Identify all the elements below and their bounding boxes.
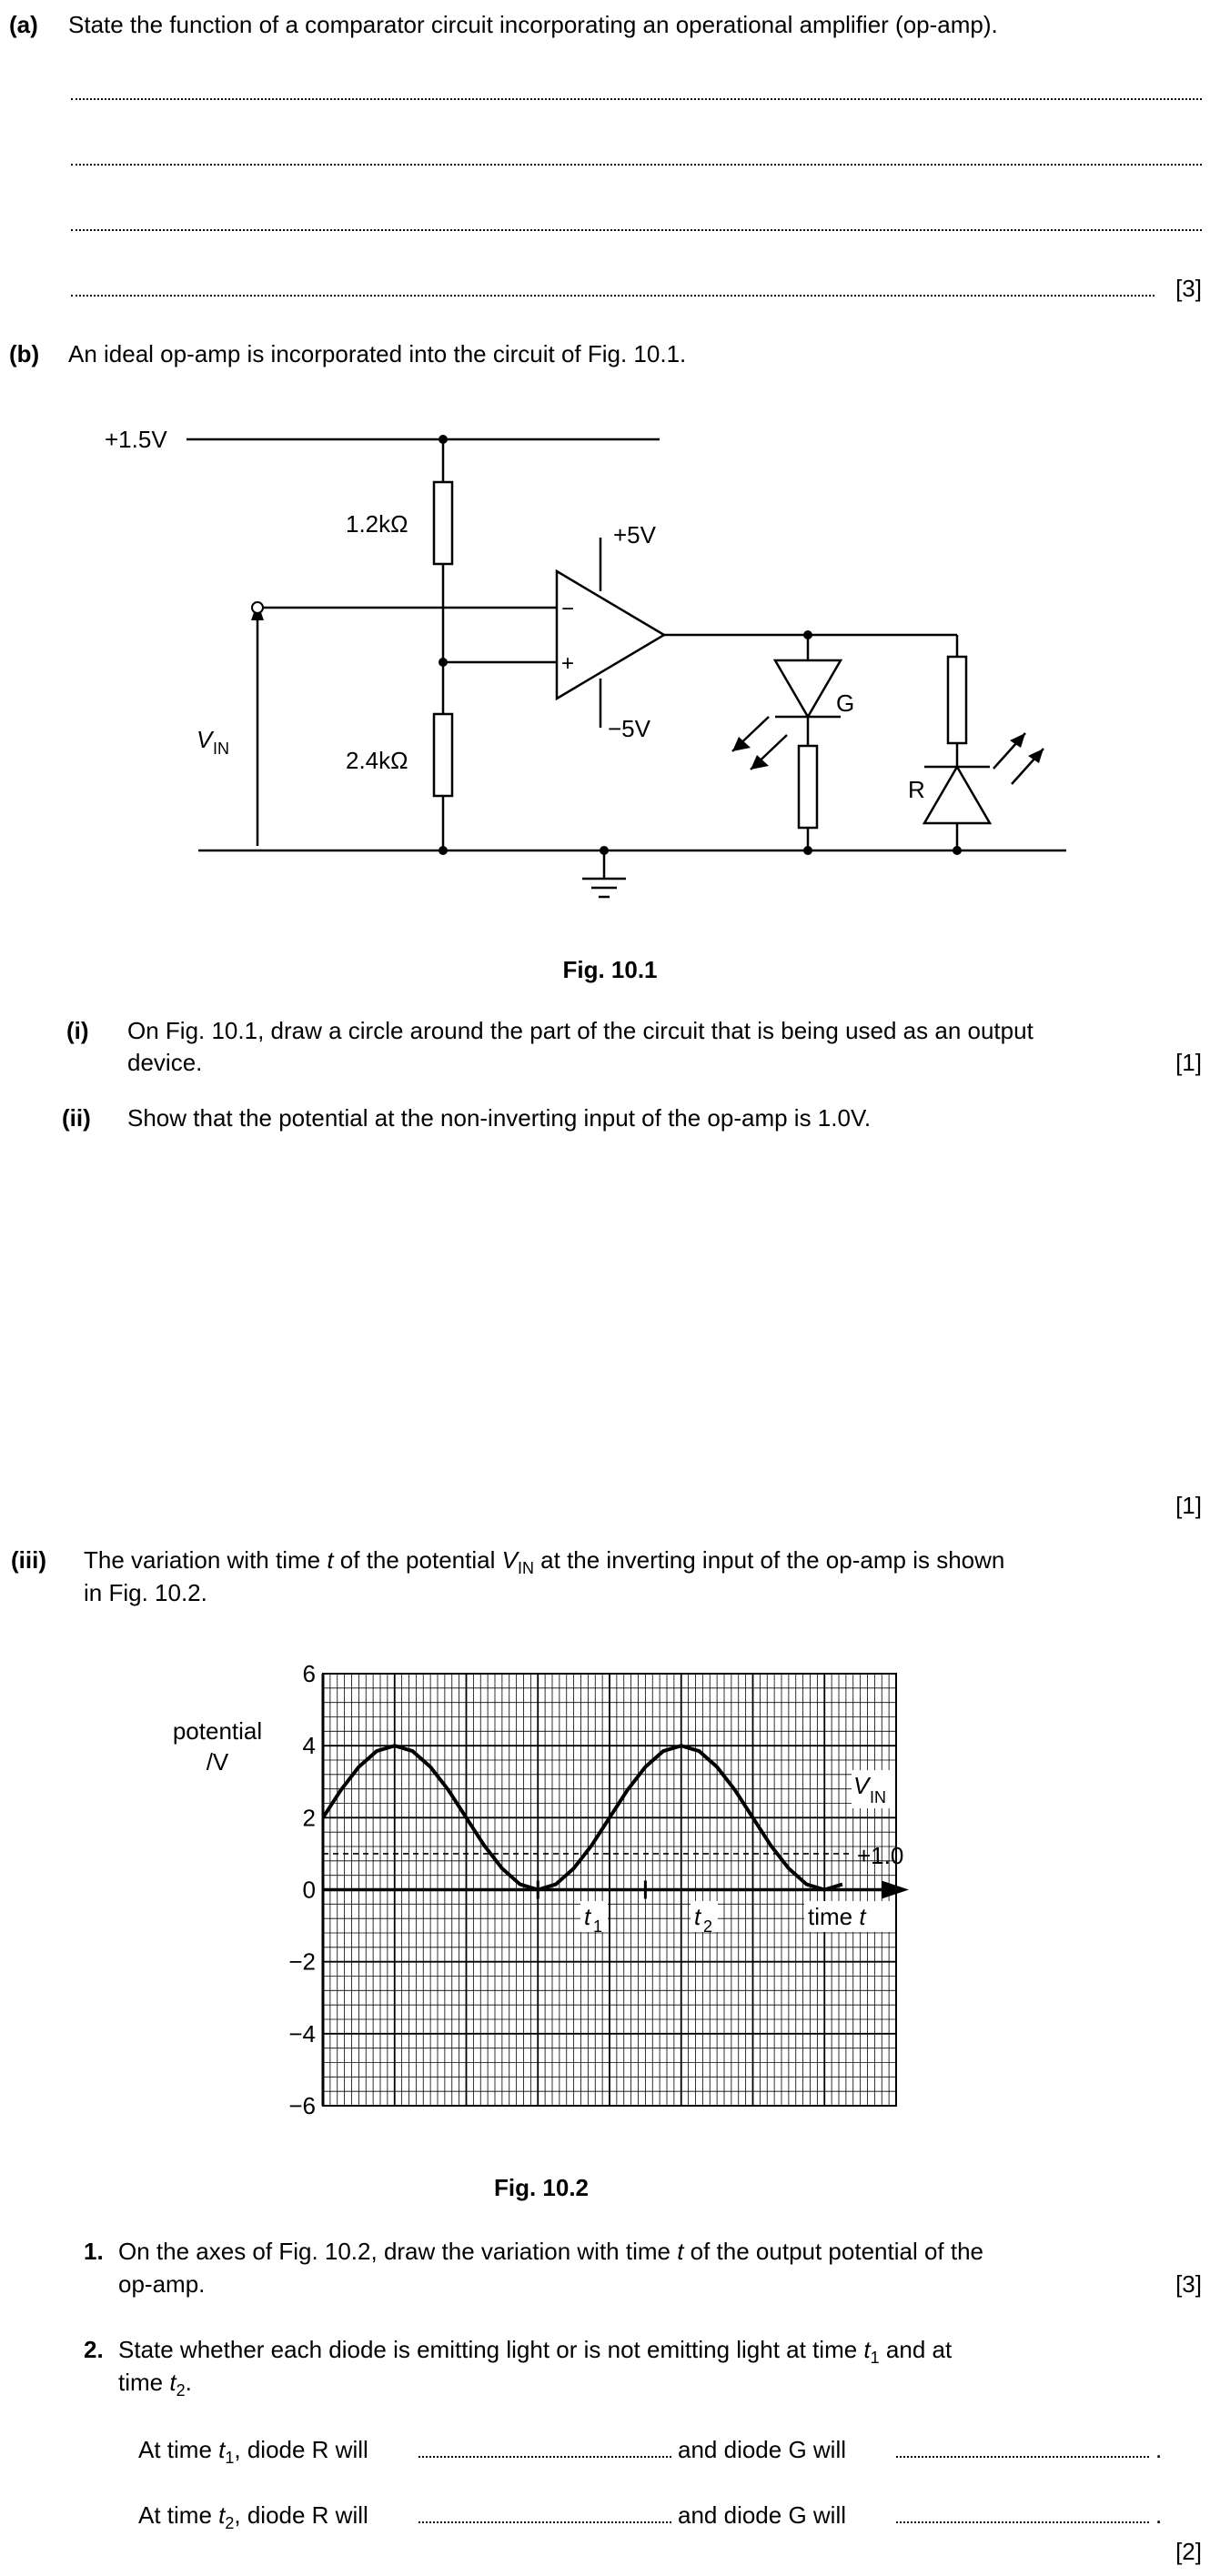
x-axis-arrow (882, 1880, 909, 1899)
y-tick-label: 6 (303, 1660, 316, 1687)
vminus-label: −5V (608, 715, 651, 742)
y-axis-label-line2: /V (207, 1748, 229, 1776)
svg-text:time t: time t (808, 1903, 867, 1930)
answer-t1-diode-g[interactable] (896, 2456, 1149, 2458)
answer-line-a3[interactable] (71, 229, 1202, 231)
fig-10-2-caption: Fig. 10.2 (493, 2174, 590, 2201)
q2-row2-end: . (1155, 2501, 1163, 2529)
svg-text:t: t (694, 1903, 702, 1930)
answer-t2-diode-r[interactable] (418, 2521, 671, 2523)
reference-label: +1.0 (857, 1842, 903, 1869)
svg-text:V: V (853, 1772, 872, 1799)
q2-label: 2. (84, 2336, 104, 2363)
noninverting-sign: + (561, 651, 574, 676)
q2-row2-prefix: At time t2, diode R will (138, 2501, 368, 2533)
vin-sub: IN (213, 740, 229, 758)
fig-10-1-caption: Fig. 10.1 (562, 956, 658, 983)
diode-r (922, 764, 993, 825)
y-tick-labels: 6 4 2 0 −2 −4 −6 (288, 1660, 316, 2119)
answer-line-a2[interactable] (71, 164, 1202, 166)
part-b-intro: An ideal op-amp is incorporated into the… (68, 340, 687, 367)
svg-text:t: t (584, 1903, 592, 1930)
y-tick-label: −6 (288, 2092, 316, 2119)
diode-g-label: G (836, 689, 854, 717)
part-b-label: (b) (9, 340, 40, 367)
q-iii-label: (iii) (11, 1546, 46, 1574)
y-axis-label-line1: potential (173, 1717, 262, 1745)
q1-text-line2: op-amp. (118, 2270, 206, 2298)
op-amp (555, 569, 667, 701)
resistor-g (797, 744, 819, 830)
q2-text-line2: time t2. (118, 2369, 192, 2400)
q-ii-marks: [1] (1175, 1492, 1202, 1519)
svg-text:IN: IN (870, 1788, 886, 1806)
q2-marks: [2] (1175, 2538, 1202, 2565)
q2-text-line1: State whether each diode is emitting lig… (118, 2336, 953, 2368)
vin-label: V (197, 726, 215, 753)
resistor-1-2k (432, 480, 454, 566)
vin-curve (321, 1744, 843, 1892)
q-ii-text: Show that the potential at the non-inver… (127, 1104, 872, 1132)
answer-line-a1[interactable] (71, 98, 1202, 100)
svg-text:1: 1 (593, 1917, 602, 1936)
part-a-marks: [3] (1175, 275, 1202, 302)
q-iii-text-line1: The variation with time t of the potenti… (84, 1546, 1005, 1578)
supply-label: +1.5V (105, 426, 167, 453)
answer-line-a4[interactable] (71, 295, 1154, 297)
answer-t1-diode-r[interactable] (418, 2456, 671, 2458)
q1-label: 1. (84, 2238, 104, 2265)
y-tick-label: −2 (288, 1948, 316, 1976)
q-i-label: (i) (66, 1017, 89, 1044)
q1-marks: [3] (1175, 2270, 1202, 2298)
q-ii-working-area[interactable] (68, 1173, 1160, 1474)
q2-row2-mid: and diode G will (678, 2501, 846, 2529)
q-ii-label: (ii) (62, 1104, 91, 1132)
y-tick-label: 0 (303, 1877, 316, 1904)
vplus-label: +5V (613, 521, 657, 548)
q2-row1-mid: and diode G will (678, 2436, 846, 2463)
q2-row1-end: . (1155, 2436, 1163, 2463)
diode-r-label: R (908, 776, 925, 803)
resistor-r (946, 655, 968, 745)
q-iii-text-line2: in Fig. 10.2. (84, 1579, 207, 1606)
q-i-text-line1: On Fig. 10.1, draw a circle around the p… (127, 1017, 1033, 1044)
y-tick-label: 2 (303, 1804, 316, 1831)
q-i-text-line2: device. (127, 1049, 203, 1076)
r-top-label: 1.2kΩ (346, 510, 408, 538)
answer-t2-diode-g[interactable] (896, 2521, 1149, 2523)
svg-text:2: 2 (703, 1917, 712, 1936)
part-a-question: State the function of a comparator circu… (68, 11, 998, 38)
x-axis-label: time t (804, 1901, 895, 1932)
y-tick-label: −4 (288, 2020, 316, 2048)
q2-row1-prefix: At time t1, diode R will (138, 2436, 368, 2468)
diode-g (772, 659, 843, 719)
circuit-diagram: +1.5V 1.2kΩ 2.4kΩ +5V −5V − + G R V IN (105, 426, 1066, 899)
r-bottom-label: 2.4kΩ (346, 747, 408, 774)
inverting-sign: − (561, 597, 574, 621)
resistor-2-4k (432, 712, 454, 798)
vin-terminal (251, 601, 264, 614)
q1-text-line1: On the axes of Fig. 10.2, draw the varia… (118, 2238, 984, 2265)
q-i-marks: [1] (1175, 1049, 1202, 1076)
part-a-label: (a) (9, 11, 38, 38)
y-tick-label: 4 (303, 1732, 316, 1759)
